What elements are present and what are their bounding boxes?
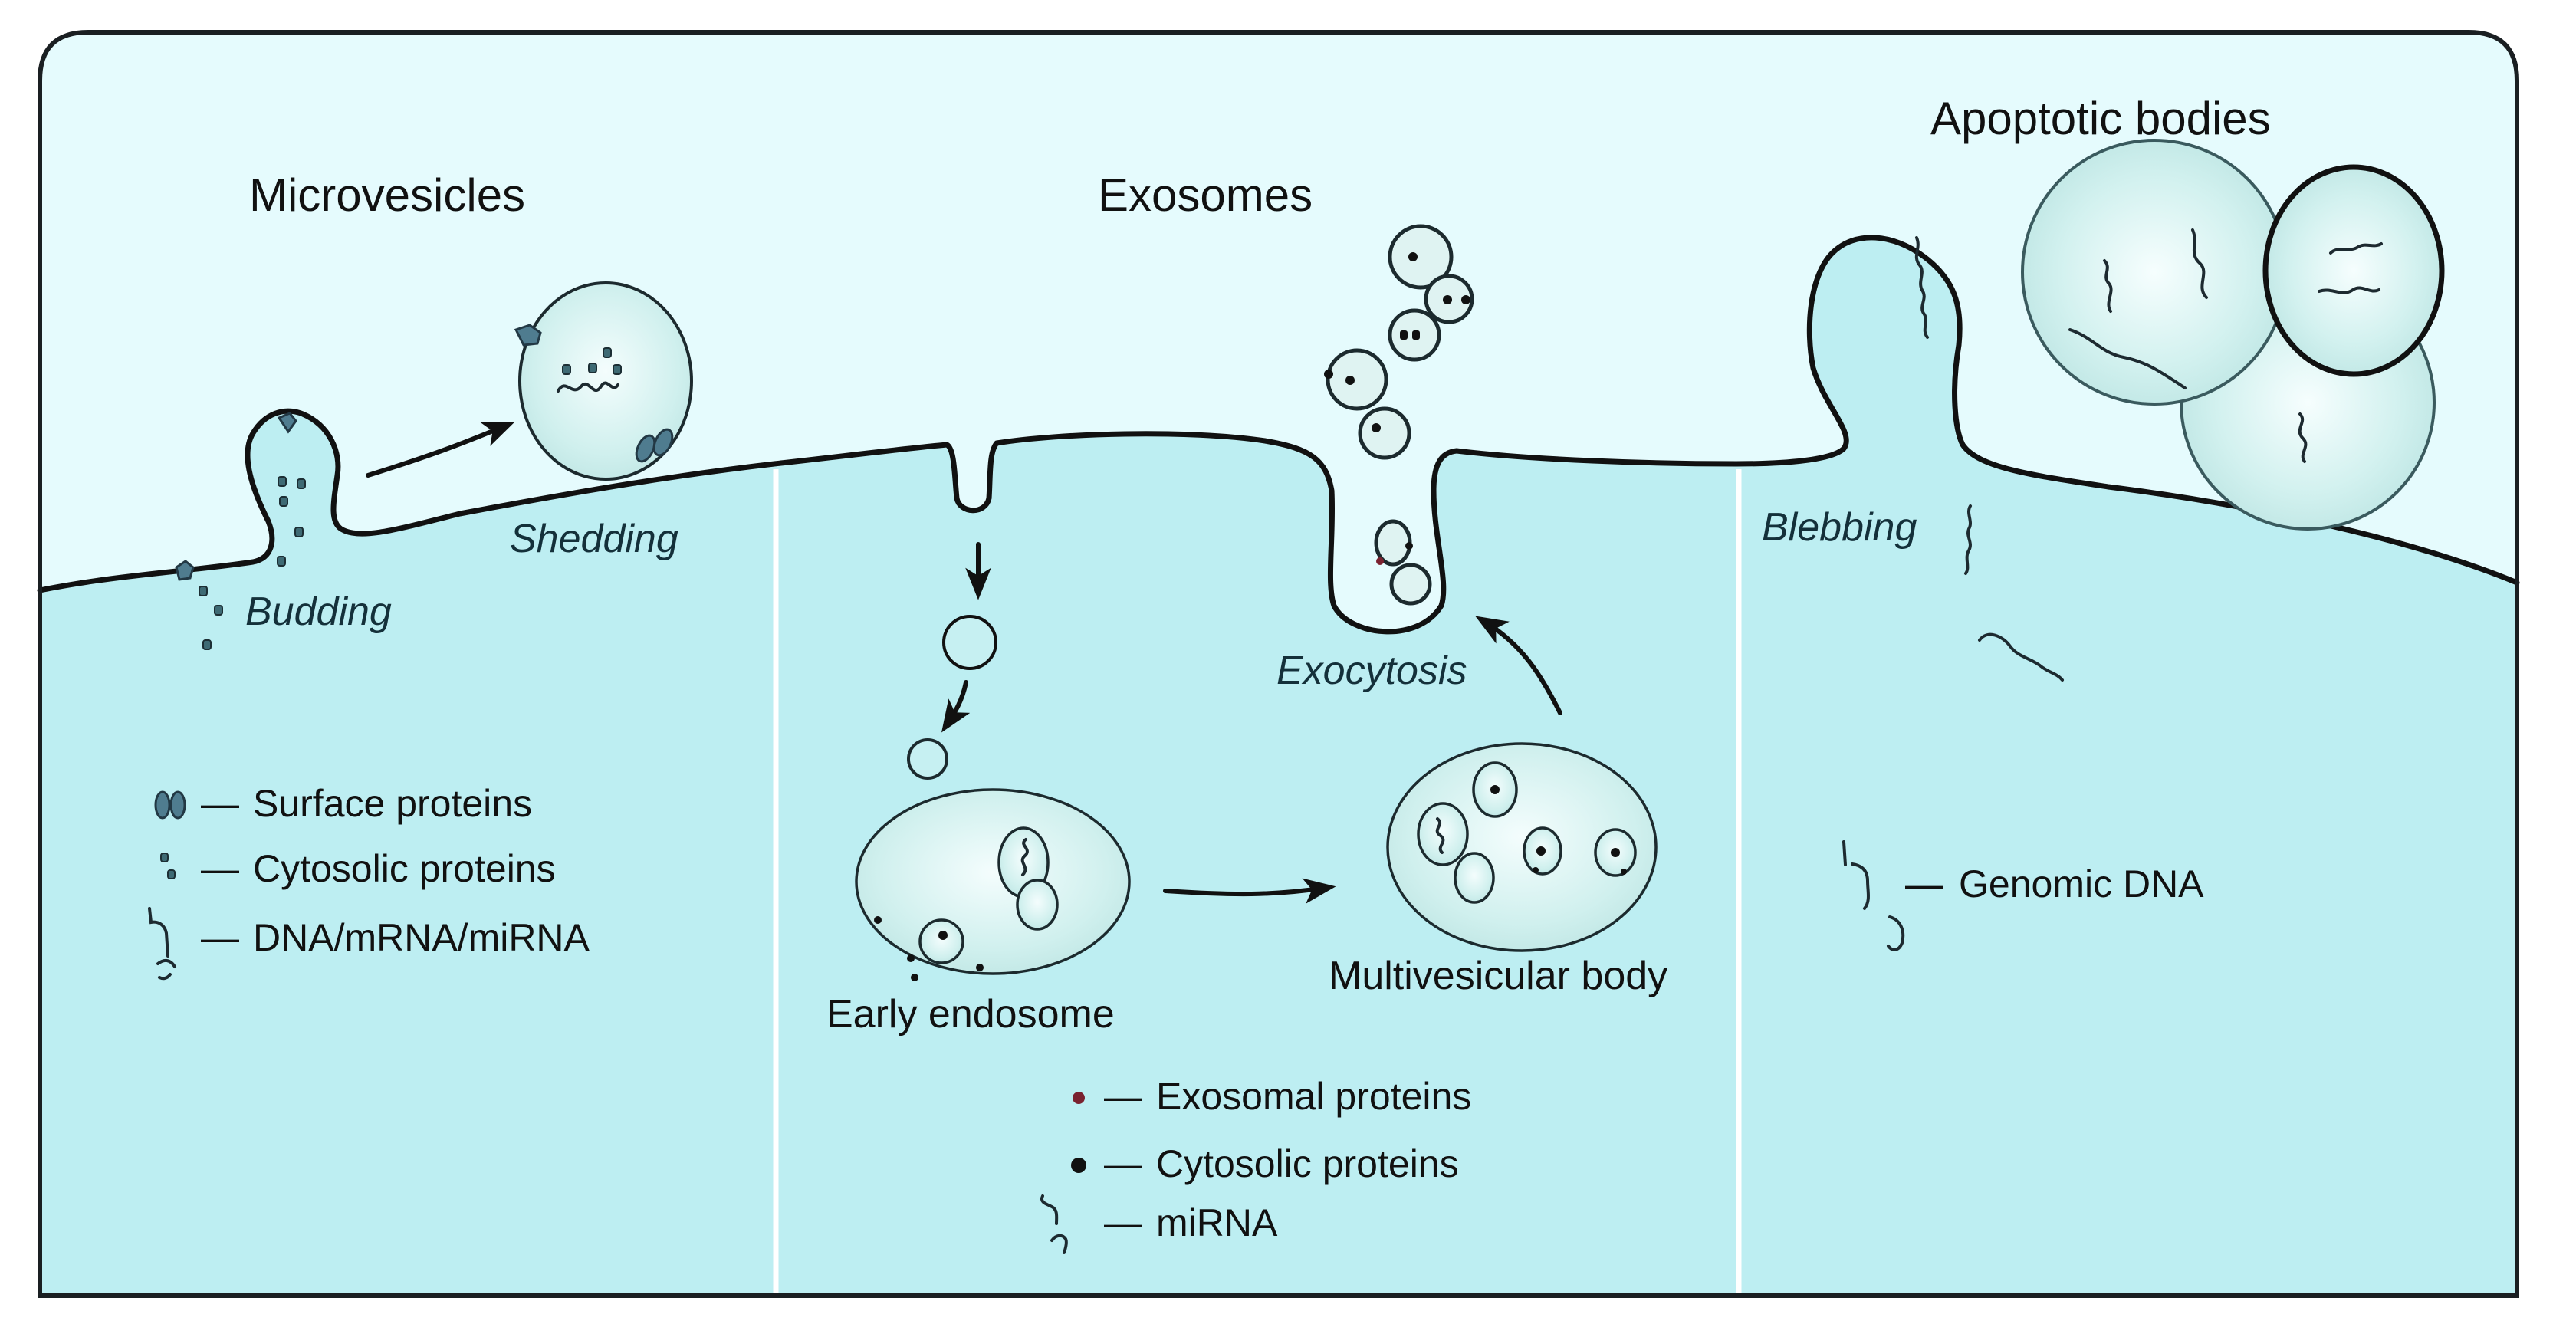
apoptotic-bodies — [2021, 139, 2445, 531]
process-label-exocytosis: Exocytosis — [1276, 649, 1467, 693]
section-microvesicles: Microvesicles Buddi — [148, 169, 693, 981]
plasma-membrane — [37, 235, 2520, 635]
legend-item-surface-proteins: — Surface proteins — [154, 782, 532, 825]
legend-separator: — — [201, 916, 239, 959]
legend-separator: — — [1104, 1201, 1142, 1244]
bud-cytosolic-proteins — [175, 412, 306, 650]
exosomal-protein-icon — [1073, 1092, 1085, 1104]
legend-apoptotic-bodies: — Genomic DNA — [1842, 840, 2204, 951]
multivesicular-body — [1386, 742, 1658, 952]
legend-label: DNA/mRNA/miRNA — [253, 916, 590, 959]
legend-item-cytosolic-proteins: — Cytosolic proteins — [160, 847, 556, 890]
legend-microvesicles: — Surface proteins — Cytosolic proteins … — [148, 782, 590, 981]
section-apoptotic-bodies: Apoptotic bodies Blebbing — Genomic DNA — [1762, 93, 2445, 951]
section-title-exosomes: Exosomes — [1098, 169, 1313, 221]
legend-separator: — — [201, 782, 239, 825]
legend-label: Exosomal proteins — [1156, 1075, 1471, 1118]
process-label-blebbing: Blebbing — [1762, 505, 1917, 550]
endocytic-vesicle — [942, 615, 997, 670]
legend-item-nucleic-acids: — DNA/mRNA/miRNA — [148, 907, 590, 981]
legend-separator: — — [1104, 1075, 1142, 1118]
exocytosis-arrow — [1475, 616, 1562, 715]
legend-exosomes: — Exosomal proteins — Cytosolic proteins… — [1040, 1075, 1471, 1254]
surface-protein-icon — [154, 790, 186, 820]
pocket-exosomes — [1374, 519, 1432, 606]
mirna-icon — [1040, 1194, 1068, 1254]
legend-label: Genomic DNA — [1959, 863, 2204, 905]
bleb-genomic-dna — [1914, 236, 1929, 339]
shedding-arrow — [366, 422, 515, 478]
genomic-dna-icon — [1842, 840, 1905, 951]
process-label-shedding: Shedding — [510, 517, 678, 561]
maturation-arrow — [1163, 878, 1336, 904]
structure-label-early-endosome: Early endosome — [826, 992, 1115, 1037]
cytosolic-protein-icon — [1071, 1158, 1086, 1173]
legend-item-genomic-dna: — Genomic DNA — [1842, 840, 2204, 951]
shed-microvesicle — [514, 281, 693, 481]
legend-separator: — — [1104, 1142, 1142, 1185]
cytoplasm-region — [40, 238, 2517, 1296]
legend-item-exosomal-proteins: — Exosomal proteins — [1073, 1075, 1471, 1118]
legend-item-cytosolic-proteins: — Cytosolic proteins — [1071, 1142, 1459, 1185]
legend-separator: — — [1905, 863, 1944, 905]
section-exosomes: Exosomes — [826, 169, 1668, 1254]
section-title-apoptotic-bodies: Apoptotic bodies — [1930, 93, 2271, 144]
released-exosomes — [1324, 224, 1474, 460]
legend-separator: — — [201, 847, 239, 890]
legend-label: miRNA — [1156, 1201, 1278, 1244]
endocytosis-arrow-2 — [941, 680, 971, 733]
structure-label-multivesicular-body: Multivesicular body — [1329, 954, 1668, 998]
legend-label: Surface proteins — [253, 782, 532, 825]
process-label-budding: Budding — [245, 590, 392, 634]
cytosolic-protein-icon — [160, 853, 176, 879]
cytoplasm-genomic-dna — [1964, 504, 2064, 682]
nucleic-acid-icon — [148, 907, 176, 981]
legend-label: Cytosolic proteins — [253, 847, 556, 890]
legend-item-mirna: — miRNA — [1040, 1194, 1278, 1254]
legend-label: Cytosolic proteins — [1156, 1142, 1459, 1185]
early-endosome — [855, 738, 1131, 981]
section-title-microvesicles: Microvesicles — [249, 169, 525, 221]
panel-border — [38, 30, 2519, 1298]
